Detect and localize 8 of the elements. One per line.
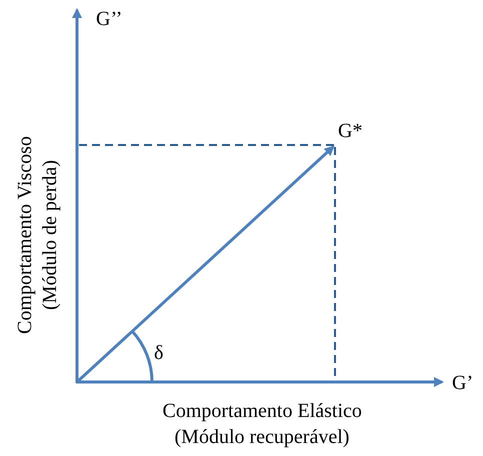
axis-label: G’ — [452, 373, 474, 393]
vector-label: G* — [338, 121, 362, 141]
axis-label: G’’ — [96, 9, 122, 29]
axis-title: Comportamento Viscoso — [14, 136, 35, 334]
angle-label: δ — [154, 343, 164, 363]
axis-title: Comportamento Elástico — [162, 401, 362, 421]
axis-title: (Módulo recuperável) — [174, 427, 350, 447]
axis-title: (Módulo de perda) — [40, 160, 60, 310]
